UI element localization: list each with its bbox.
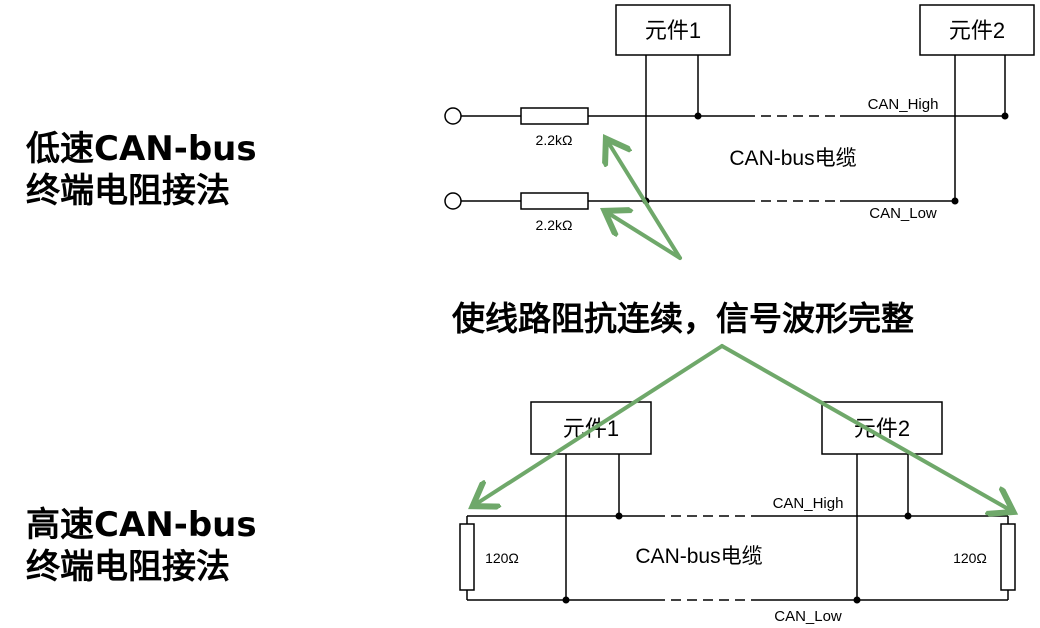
benefit-caption: 使线路阻抗连续，信号波形完整 xyxy=(452,299,914,338)
terminal-high xyxy=(444,107,462,125)
high-cable-label: CAN-bus电缆 xyxy=(635,545,762,568)
low-can-low-label: CAN_Low xyxy=(869,205,937,222)
high-junction-c1-low xyxy=(562,596,570,604)
arrow-to-high-resistor-left xyxy=(476,344,724,504)
low-junction-c2-high xyxy=(1001,112,1009,120)
low-can-high-label: CAN_High xyxy=(868,96,939,113)
low-resistor-low xyxy=(520,192,589,210)
high-speed-label-line1: 高速CAN-bus xyxy=(26,505,257,545)
low-speed-label-line2: 终端电阻接法 xyxy=(26,171,230,211)
low-cable-label: CAN-bus电缆 xyxy=(729,147,856,170)
low-junction-c1-high xyxy=(694,112,702,120)
high-junction-c2-low xyxy=(853,596,861,604)
low-speed-label-line1: 低速CAN-bus xyxy=(26,129,257,169)
low-speed-circuit: 2.2kΩ 2.2kΩ 元件1 元件2 CAN_High CAN_Low CAN… xyxy=(444,4,1035,233)
high-resistor-left xyxy=(459,523,475,591)
low-resistor-low-label: 2.2kΩ xyxy=(536,217,573,233)
low-junction-c2-low xyxy=(951,197,959,205)
low-resistor-high-label: 2.2kΩ xyxy=(536,132,573,148)
terminal-low xyxy=(444,192,462,210)
high-component2-box xyxy=(821,401,943,455)
high-junction-c2-high xyxy=(904,512,912,520)
low-component2-label: 元件2 xyxy=(949,18,1005,43)
high-speed-label-line2: 终端电阻接法 xyxy=(26,547,230,587)
high-junction-c1-high xyxy=(615,512,623,520)
arrow-to-low-resistor-low xyxy=(608,213,682,260)
low-resistor-high xyxy=(520,107,589,125)
low-component1-label: 元件1 xyxy=(645,18,701,43)
arrow-to-low-resistor-high xyxy=(608,142,682,260)
high-resistor-right-label: 120Ω xyxy=(953,550,987,566)
callout-arrows xyxy=(476,142,1010,510)
high-speed-label: 高速CAN-bus 终端电阻接法 xyxy=(26,504,257,588)
high-speed-circuit: 120Ω 120Ω 元件1 元件2 CAN_High CAN_Low CAN-b… xyxy=(459,401,1016,625)
high-resistor-left-label: 120Ω xyxy=(485,550,519,566)
high-can-high-label: CAN_High xyxy=(773,495,844,512)
arrow-to-high-resistor-right xyxy=(720,344,1010,510)
low-speed-label: 低速CAN-bus 终端电阻接法 xyxy=(26,128,257,212)
low-component2-box xyxy=(919,4,1035,56)
low-component1-box xyxy=(615,4,731,56)
high-can-low-label: CAN_Low xyxy=(774,608,842,625)
high-resistor-right xyxy=(1000,523,1016,591)
